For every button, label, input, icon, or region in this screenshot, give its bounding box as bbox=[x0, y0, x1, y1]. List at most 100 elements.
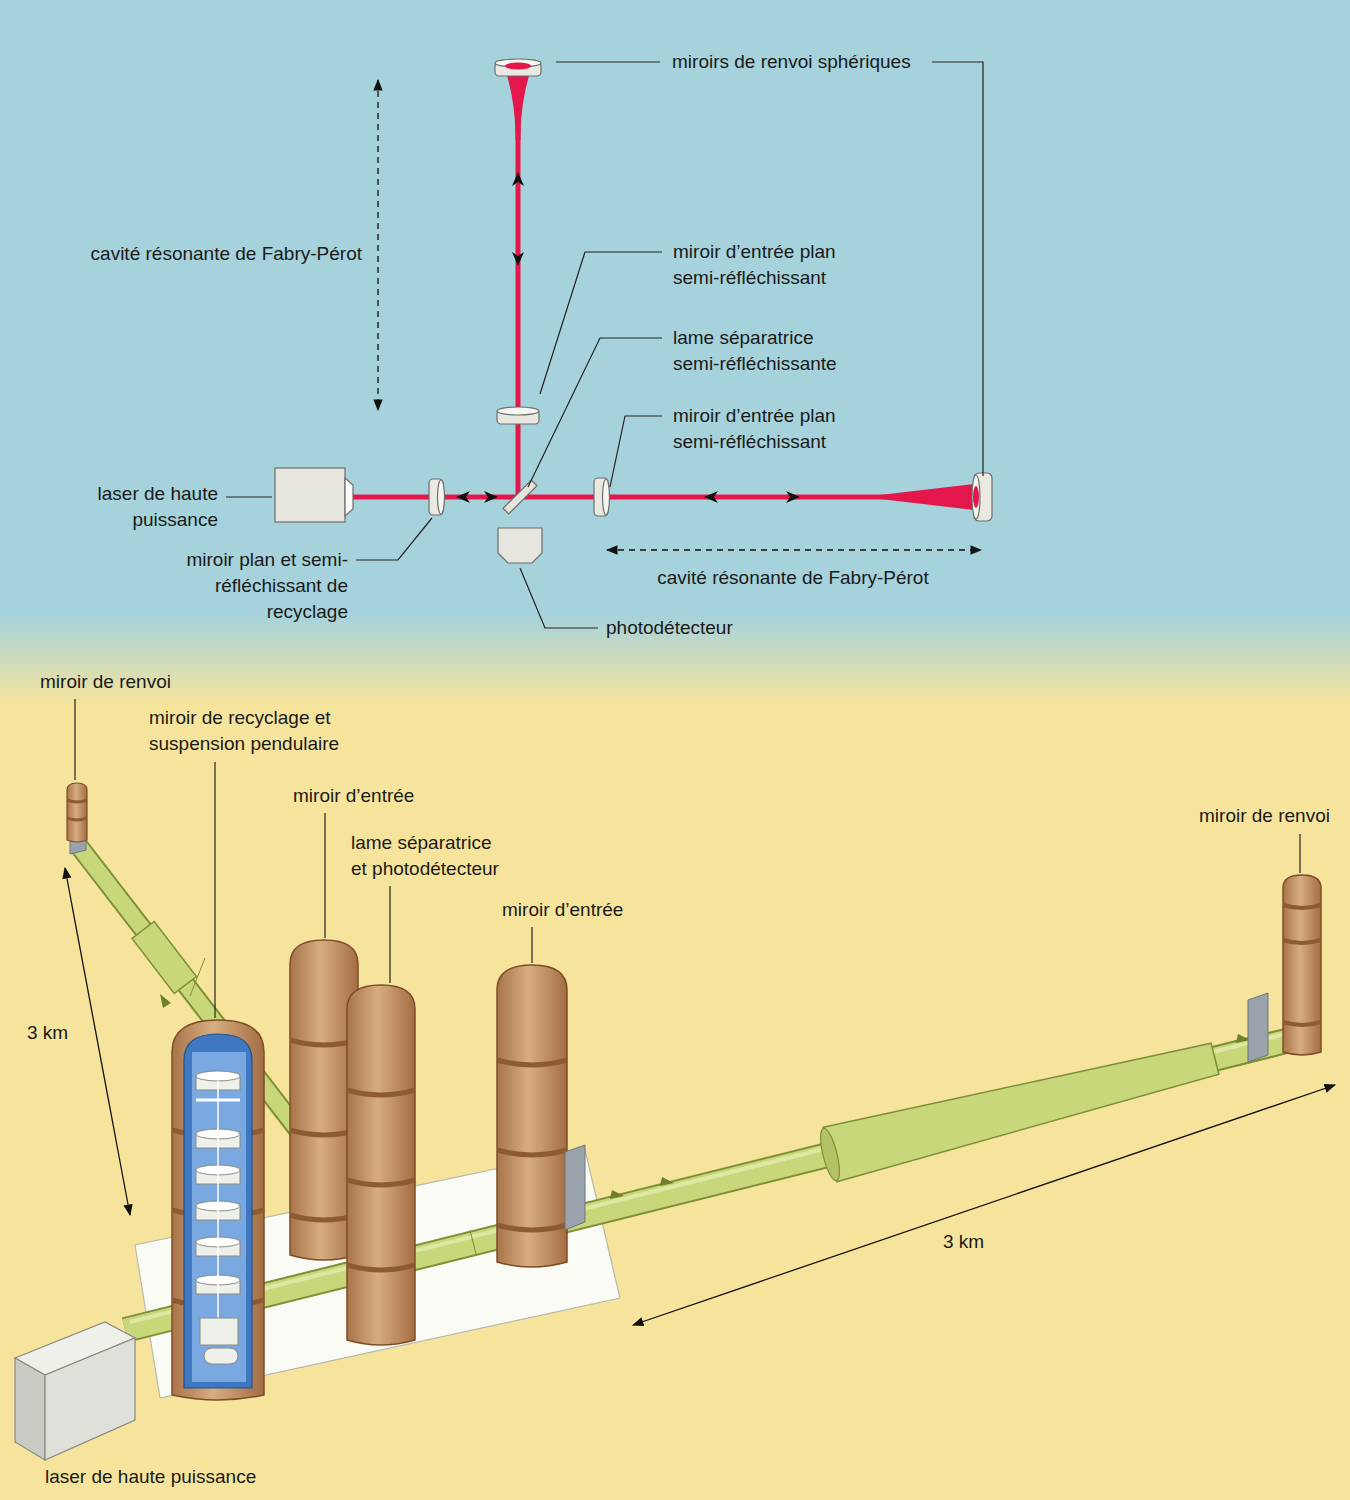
splitter-tower bbox=[347, 1265, 415, 1270]
dimension-arrow bbox=[65, 868, 130, 1215]
end-tower bbox=[1283, 905, 1321, 908]
part-label: miroir d’entrée plan semi-réfléchissant bbox=[673, 239, 845, 291]
mirror-tower bbox=[497, 1060, 567, 1065]
mirror bbox=[438, 480, 445, 514]
splitter-tower bbox=[347, 985, 415, 1345]
beam-arrow bbox=[704, 491, 718, 503]
tube-arrow bbox=[610, 1190, 624, 1199]
part-label: miroir d’entrée plan semi-réfléchissant bbox=[673, 403, 845, 455]
vacuum-tube bbox=[125, 1034, 1290, 1330]
recycling-tower bbox=[172, 1300, 184, 1303]
dimension-arrow bbox=[633, 1085, 1335, 1325]
dimension-arrow bbox=[65, 868, 1335, 1325]
splitter-tower bbox=[347, 1180, 415, 1185]
mirror bbox=[972, 475, 980, 519]
laser-beam bbox=[506, 72, 530, 140]
dimension-arrow bbox=[377, 80, 378, 410]
leader-line bbox=[528, 338, 662, 487]
valve-plate bbox=[1248, 993, 1268, 1062]
recycling-tower bbox=[172, 1020, 264, 1400]
laser-source bbox=[275, 468, 353, 522]
end-tower bbox=[1283, 875, 1321, 1055]
dimension-arrow bbox=[607, 549, 981, 550]
recycling-tower bbox=[172, 1130, 184, 1133]
recycling-tower bbox=[252, 1300, 264, 1303]
laser-source bbox=[15, 1358, 45, 1460]
leader-line bbox=[389, 886, 390, 983]
mirror-tower bbox=[497, 965, 567, 1267]
end-tower bbox=[1283, 1022, 1321, 1025]
laser-source bbox=[345, 478, 353, 516]
tube-arrow bbox=[160, 994, 171, 1008]
end-tower bbox=[67, 783, 1321, 1055]
leader-line bbox=[226, 496, 272, 497]
leader-line bbox=[531, 927, 532, 963]
end-tower bbox=[67, 818, 87, 820]
recycling-tower bbox=[172, 1210, 184, 1213]
laser-source bbox=[275, 468, 345, 522]
recycling-tower bbox=[252, 1210, 264, 1213]
leader-line bbox=[540, 252, 662, 394]
recycling-tower bbox=[172, 1020, 264, 1400]
pendulum-stage bbox=[204, 1348, 238, 1364]
end-tower bbox=[67, 783, 87, 842]
part-label: lame séparatrice et photodétecteur bbox=[351, 830, 503, 882]
vacuum-tube bbox=[823, 1043, 1219, 1182]
laser-source bbox=[45, 1338, 135, 1460]
vacuum-tube bbox=[130, 1034, 1285, 1322]
end-tower bbox=[67, 800, 87, 820]
mirror-tower bbox=[497, 1225, 567, 1230]
pendulum-stage bbox=[200, 1318, 238, 1345]
part-label: laser de haute puissance bbox=[45, 1464, 345, 1490]
tube-arrow bbox=[160, 994, 1250, 1199]
photodetector bbox=[498, 528, 542, 563]
vacuum-tube bbox=[125, 1040, 1290, 1330]
pendulum-stage bbox=[217, 1081, 219, 1320]
part-label: laser de haute puissance bbox=[83, 481, 218, 533]
leader-line bbox=[226, 62, 983, 628]
leader-line bbox=[74, 699, 75, 780]
leader-line bbox=[324, 813, 325, 938]
vacuum-tube bbox=[132, 922, 196, 994]
tube-arrow bbox=[660, 1177, 674, 1186]
mirror-tower bbox=[497, 1150, 567, 1155]
part-label: miroir d’entrée bbox=[293, 783, 493, 809]
beam-arrow bbox=[456, 491, 470, 503]
laser-source bbox=[15, 1322, 135, 1460]
leader-line bbox=[556, 61, 660, 62]
beam-arrow bbox=[786, 491, 800, 503]
dimension-label: 3 km bbox=[943, 1229, 1023, 1255]
dimension-label: 3 km bbox=[27, 1020, 87, 1046]
leader-line bbox=[75, 699, 1300, 1018]
part-label: miroir d’entrée bbox=[502, 897, 702, 923]
part-label: miroir plan et semi-réfléchissant de rec… bbox=[168, 547, 348, 625]
mirror bbox=[497, 407, 539, 415]
valve-plate bbox=[565, 1145, 585, 1230]
end-tower bbox=[1283, 940, 1321, 943]
part-label: miroir de recyclage et suspension pendul… bbox=[149, 705, 364, 757]
end-tower bbox=[1283, 905, 1321, 1025]
recycling-tower bbox=[252, 1130, 264, 1133]
recycling-tower bbox=[184, 1034, 252, 1388]
splitter-tower bbox=[347, 985, 415, 1345]
photodetector bbox=[498, 528, 542, 563]
dimension-label: cavité résonante de Fabry-Pérot bbox=[62, 241, 362, 267]
mirror bbox=[973, 486, 979, 508]
recycling-tower bbox=[192, 1052, 246, 1382]
mirror bbox=[603, 479, 610, 515]
mirror bbox=[429, 59, 992, 521]
pendulum-stage bbox=[196, 1071, 240, 1364]
leader-line bbox=[214, 762, 215, 1018]
beam-arrow bbox=[484, 491, 498, 503]
part-label: miroir de renvoi bbox=[40, 669, 240, 695]
part-label: miroirs de renvoi sphériques bbox=[672, 49, 972, 75]
laser-beam bbox=[516, 80, 521, 497]
mirror-tower bbox=[497, 1060, 567, 1230]
leader-line bbox=[356, 518, 432, 560]
vacuum-tube bbox=[817, 1127, 844, 1183]
leader-line bbox=[520, 568, 598, 628]
vacuum-tube bbox=[125, 1040, 1290, 1330]
dimension-label: cavité résonante de Fabry-Pérot bbox=[633, 565, 953, 591]
